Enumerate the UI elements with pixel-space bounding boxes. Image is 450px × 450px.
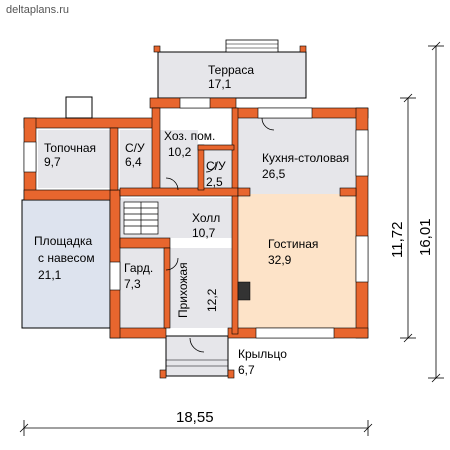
wall-inner-wc2-top: [197, 144, 235, 151]
window-terrace-door: [179, 97, 211, 109]
porch-posts: [159, 369, 235, 379]
wall-top-left: [23, 117, 155, 129]
staircase: [123, 201, 159, 235]
porch-floor: [165, 335, 229, 377]
fireplace: [237, 281, 251, 301]
terrace-area: 17,1: [208, 77, 232, 91]
doors: [165, 117, 275, 353]
windows: [23, 97, 369, 339]
entrance-name: Прихожая: [176, 262, 190, 318]
window-kitchen-right: [355, 129, 369, 177]
utility-area: 10,2: [168, 145, 192, 159]
dimension-labels: 18,55 11,72 16,01: [176, 218, 434, 426]
entrance-floor: [170, 248, 232, 328]
wall-inner-wc-utility: [151, 107, 161, 191]
wall-inner-wardrobe-entrance: [163, 247, 171, 329]
terrace-steps: [225, 39, 279, 53]
window-living-right: [355, 235, 369, 283]
wc1-floor: [120, 130, 154, 188]
wc2-area: 2,5: [206, 175, 223, 189]
chimney: [65, 96, 93, 119]
wall-inner-furnace-wc: [109, 127, 119, 191]
wc1-area: 6,4: [125, 155, 142, 169]
wardrobe-name: Гард.: [124, 261, 153, 275]
porch-name: Крыльцо: [238, 347, 287, 361]
wc2-floor: [205, 150, 235, 188]
window-wardrobe: [109, 261, 121, 291]
dimension-width: 18,55: [176, 409, 214, 426]
wall-inner-utility-kitchen: [231, 107, 239, 335]
entrance-area: 12,2: [205, 288, 219, 312]
terrace-name: Терраса: [208, 63, 254, 77]
utility-name: Хоз. пом.: [164, 129, 215, 143]
wardrobe-floor: [120, 248, 164, 328]
watermark: deltaplans.ru: [6, 4, 69, 16]
window-kitchen-top: [257, 107, 313, 119]
dimension-height-inner: 11,72: [389, 222, 406, 258]
wall-platform-top: [23, 189, 121, 201]
kitchen-area: 26,5: [262, 167, 286, 181]
window-living-bottom: [255, 327, 335, 339]
porch-area: 6,7: [238, 363, 255, 377]
dimension-lines: [19, 41, 444, 436]
furnace-floor: [38, 130, 110, 188]
wall-inner-hall-bottom: [119, 237, 171, 249]
terrace-step-lines: [226, 43, 278, 49]
hall-area: 10,7: [192, 226, 216, 240]
living-area: 32,9: [268, 253, 292, 267]
wc1-name: С/У: [125, 141, 145, 155]
kitchen-floor: [238, 118, 356, 194]
platform-name-line1: Площадка: [34, 234, 92, 248]
room-labels: Терраса 17,1 Топочная 9,7 С/У 6,4 Хоз. п…: [34, 63, 349, 377]
wall-inner-hz-mid: [119, 187, 239, 197]
platform-name-line2: с навесом: [38, 251, 95, 265]
wardrobe-area: 7,3: [124, 277, 141, 291]
wall-inner-wc2: [197, 144, 205, 191]
furnace-name: Топочная: [44, 141, 96, 155]
wall-inner-kitchen-living: [237, 187, 251, 197]
terrace-posts: [153, 45, 307, 53]
terrace-floor: [157, 51, 307, 99]
hall-name: Холл: [192, 211, 220, 225]
living-name: Гостиная: [268, 237, 318, 251]
living-floor: [238, 194, 356, 328]
wall-inner-kitchen-living-r: [339, 187, 357, 197]
porch-steps: [166, 359, 228, 367]
wc2-name: С/У: [206, 159, 226, 173]
kitchen-name: Кухня-столовая: [262, 151, 349, 165]
dimension-height-total: 16,01: [417, 218, 434, 256]
window-furnace: [23, 141, 37, 173]
furnace-area: 9,7: [44, 155, 61, 169]
platform-area: 21,1: [38, 268, 62, 282]
